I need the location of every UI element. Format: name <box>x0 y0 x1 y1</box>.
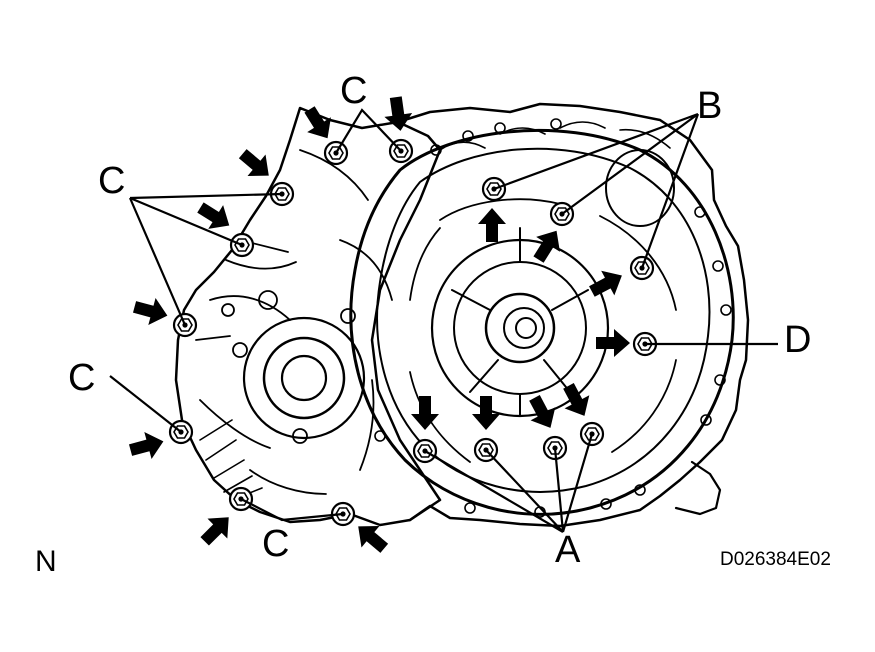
label-c-left: C <box>68 357 95 399</box>
pointer-arrow <box>126 427 168 464</box>
leader-lines <box>109 108 778 533</box>
pointer-arrow <box>556 379 597 423</box>
pointer-arrow <box>411 396 439 430</box>
label-c-upper-left: C <box>98 160 125 202</box>
pointer-arrow <box>526 223 569 267</box>
pointer-arrow <box>585 263 629 304</box>
label-a: A <box>555 529 581 571</box>
pointer-arrow <box>193 195 237 238</box>
pointer-arrow <box>596 329 630 357</box>
label-c-top: C <box>340 70 367 112</box>
pointer-arrow <box>194 507 239 552</box>
pointer-arrow <box>130 293 172 330</box>
label-b: B <box>697 85 722 127</box>
pointer-arrow <box>478 208 506 242</box>
pointer-arrow <box>522 391 563 435</box>
pointer-arrow <box>233 142 278 187</box>
orientation-mark: N <box>35 545 57 578</box>
label-c-bottom: C <box>262 523 289 565</box>
label-d: D <box>784 319 811 361</box>
figure-code: D026384E02 <box>720 549 831 570</box>
